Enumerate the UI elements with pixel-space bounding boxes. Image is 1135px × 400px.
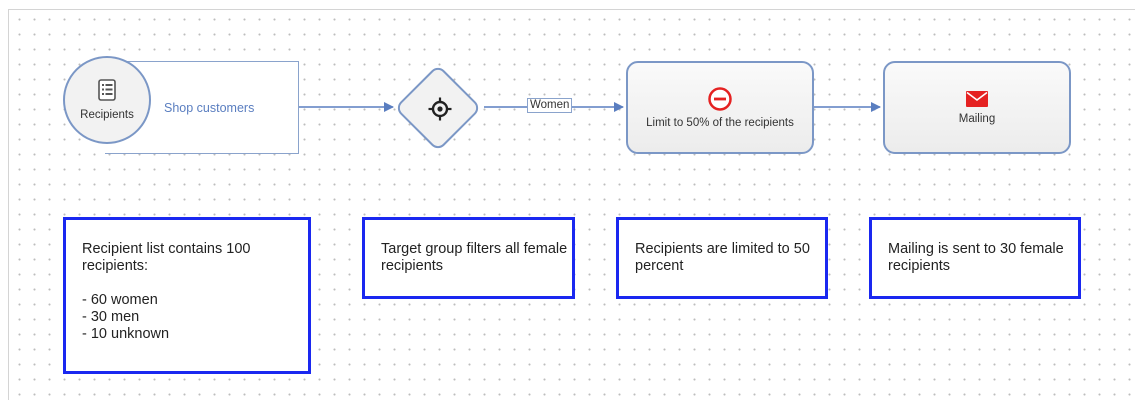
limit-node-label: Limit to 50% of the recipients bbox=[646, 116, 794, 129]
recipients-node-label: Recipients bbox=[80, 109, 134, 121]
crosshair-target-icon bbox=[428, 97, 452, 121]
mailing-node-label: Mailing bbox=[958, 112, 996, 125]
limit-node[interactable]: Limit to 50% of the recipients bbox=[626, 61, 814, 154]
list-document-icon bbox=[98, 79, 116, 101]
source-title[interactable]: Shop customers bbox=[164, 101, 255, 115]
note-recipient-list: Recipient list contains 100 recipients: … bbox=[63, 217, 311, 374]
recipients-node[interactable]: Recipients bbox=[63, 56, 151, 144]
note-mailing: Mailing is sent to 30 female recipients bbox=[869, 217, 1081, 299]
connection-label-women[interactable]: Women bbox=[527, 98, 573, 113]
note-target-group: Target group filters all female recipien… bbox=[362, 217, 575, 299]
note-limit: Recipients are limited to 50 percent bbox=[616, 217, 828, 299]
envelope-icon bbox=[966, 90, 988, 107]
minus-circle-icon bbox=[708, 86, 732, 111]
mailing-node[interactable]: Mailing bbox=[883, 61, 1071, 154]
